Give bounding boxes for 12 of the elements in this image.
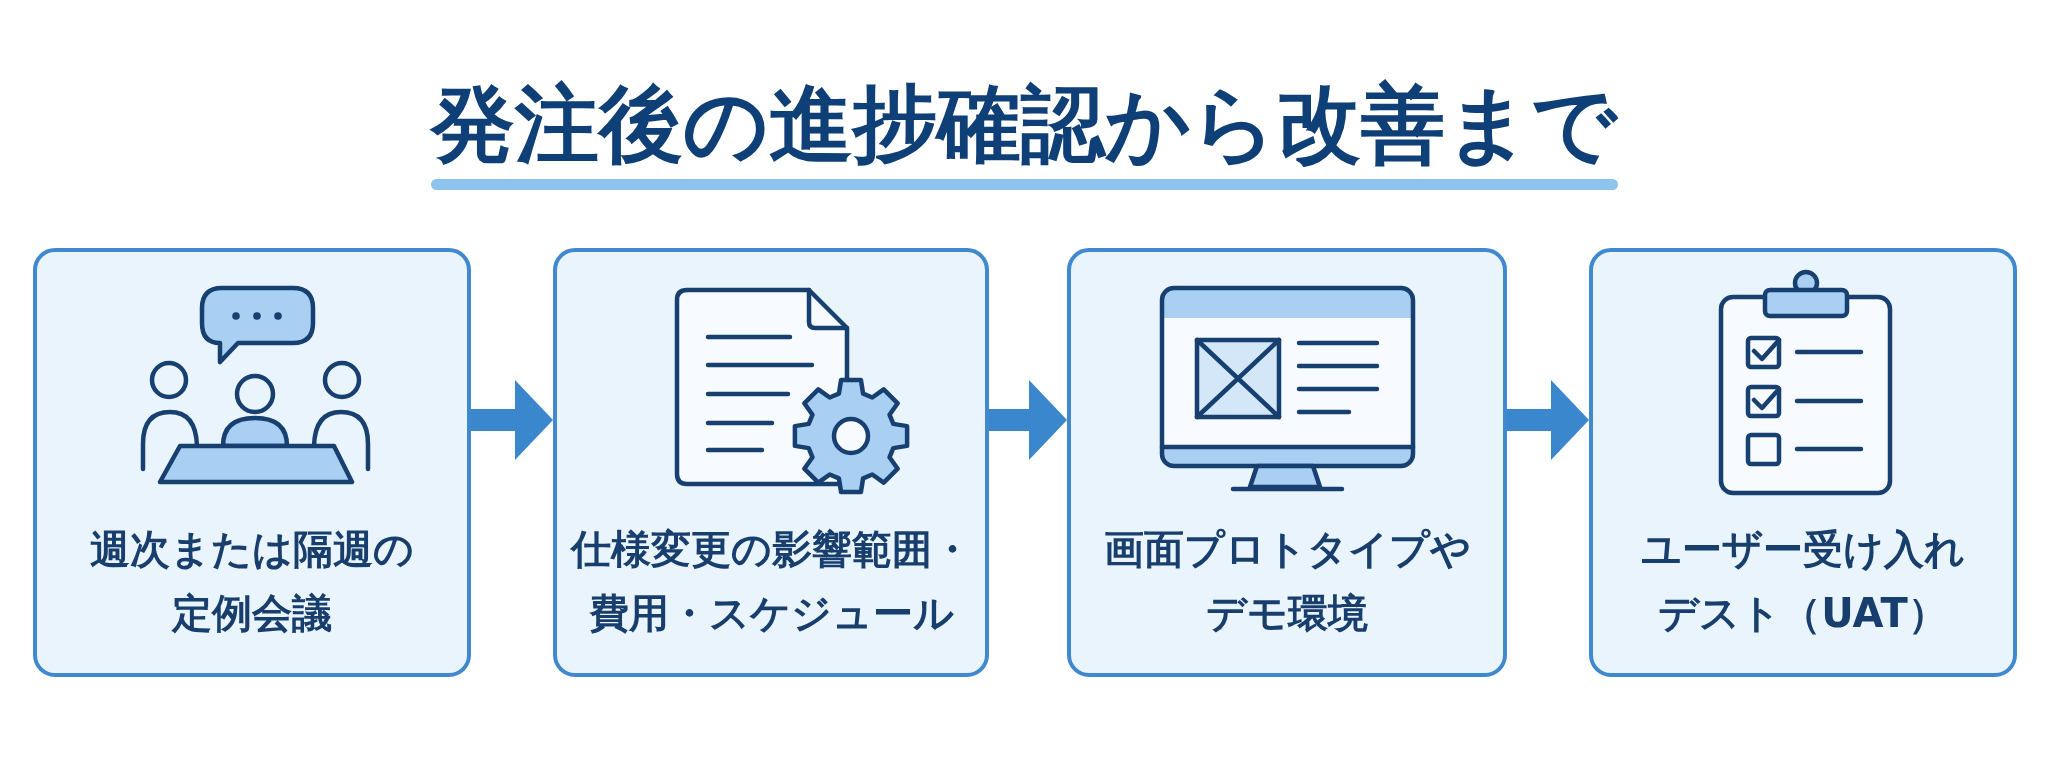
step-card [553, 248, 989, 677]
step-card [1067, 248, 1507, 677]
step-label: ユーザー受け入れデスト（UAT） [1640, 525, 1966, 638]
arrow [1507, 380, 1589, 460]
arrow [989, 380, 1067, 460]
title: 発注後の進捗確認から改善まで [431, 80, 1617, 168]
step-label: 画面プロトタイプやデモ環境 [1102, 525, 1472, 638]
step-card [33, 248, 471, 677]
step-label: 仕様変更の影響範囲・費用・スケジュール [569, 525, 973, 638]
step-label: 週次または隔週の定例会議 [89, 525, 415, 638]
arrow [471, 380, 553, 460]
step-card [1589, 248, 2017, 677]
